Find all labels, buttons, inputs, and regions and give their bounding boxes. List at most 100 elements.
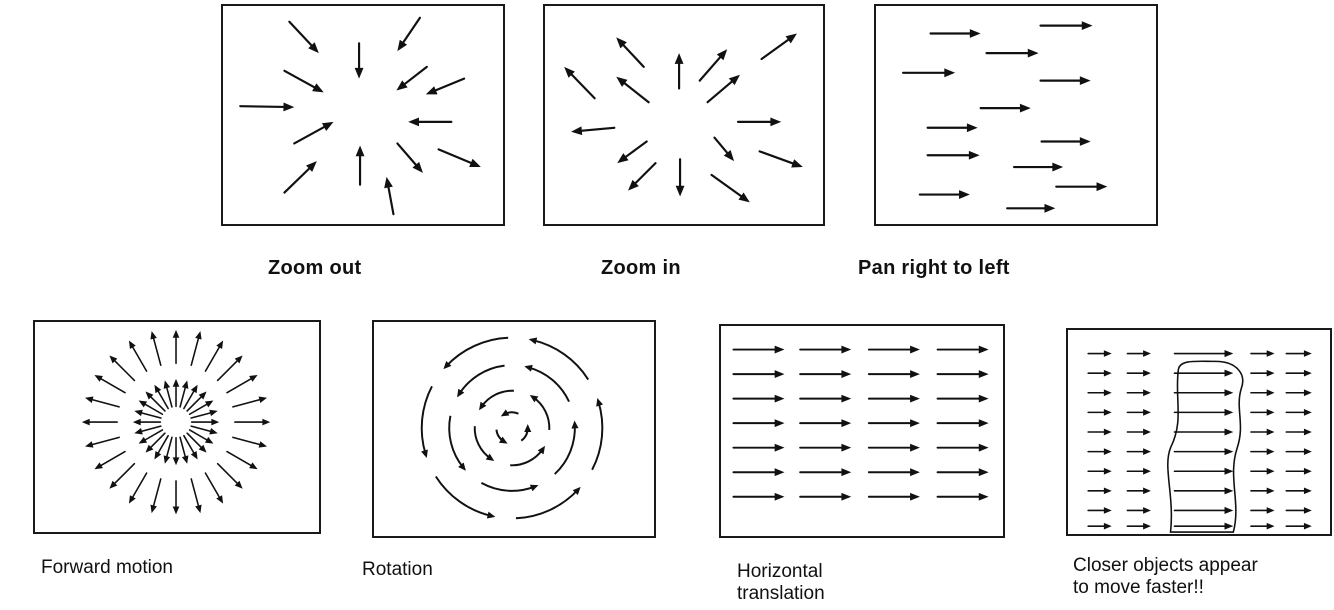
arrow-head	[443, 360, 452, 370]
flow-arrow	[188, 400, 214, 416]
arrow-head	[479, 401, 487, 411]
arrow-head	[770, 117, 782, 127]
arrow-shaft	[190, 336, 200, 367]
flow-arrow	[867, 492, 920, 501]
horizontal-translation-panel	[719, 324, 1005, 538]
flow-arrow	[1285, 409, 1312, 416]
rotation-arc	[532, 339, 590, 381]
arrow-head	[1266, 350, 1275, 357]
rotation-arc	[532, 396, 551, 430]
arrow-head	[172, 506, 180, 515]
flow-arrow	[138, 400, 164, 416]
flow-arrow	[760, 33, 797, 61]
arrow-shaft	[401, 16, 422, 45]
flow-arrow	[396, 65, 428, 91]
arrow-head	[628, 179, 639, 191]
arrow-head	[1103, 369, 1112, 377]
closer-objects-panel	[1066, 328, 1332, 536]
arrow-shaft	[165, 436, 173, 458]
flow-arrow	[918, 190, 970, 199]
flow-arrow	[132, 418, 162, 426]
arrow-head	[774, 345, 785, 354]
arrow-head	[249, 374, 258, 382]
arrow-head	[425, 86, 438, 95]
arrow-head	[132, 418, 141, 426]
arrow-shaft	[433, 77, 466, 92]
arrow-head	[1143, 487, 1151, 495]
flow-arrow	[596, 398, 603, 407]
arrow-head	[408, 117, 419, 127]
flow-arrow	[1173, 369, 1234, 377]
foreground-object-outline	[1167, 360, 1244, 533]
forward-motion-panel	[33, 320, 321, 534]
flow-arrow	[85, 436, 120, 448]
arrow-head	[528, 337, 538, 345]
arrow-head	[397, 39, 408, 52]
flow-arrow	[1173, 487, 1234, 495]
rotation-arc	[527, 366, 570, 403]
rotation-panel	[372, 320, 656, 538]
arrow-head	[978, 443, 989, 452]
arrow-head	[138, 436, 148, 444]
arrow-shaft	[190, 411, 212, 419]
arrow-head	[1303, 409, 1312, 416]
flow-arrow	[128, 472, 148, 504]
arrow-head	[728, 74, 740, 86]
arrow-head	[198, 444, 207, 453]
arrow-shaft	[143, 403, 164, 416]
arrow-shaft	[760, 38, 791, 61]
arrow-head	[910, 443, 920, 452]
arrow-head	[1303, 507, 1312, 514]
rotation-arc	[473, 426, 492, 460]
flow-arrow	[179, 380, 189, 408]
arrow-shaft	[149, 395, 166, 412]
arrow-head	[500, 409, 510, 417]
flow-arrow	[1285, 448, 1312, 455]
flow-arrow	[1126, 487, 1151, 495]
arrow-head	[841, 443, 852, 452]
pan-flow-field	[901, 21, 1108, 213]
arrow-head	[1303, 428, 1312, 436]
arrow-head	[94, 462, 103, 470]
flow-arrow	[674, 53, 684, 90]
flow-arrow	[1126, 409, 1151, 416]
flow-arrow	[1250, 487, 1275, 495]
arrow-head	[384, 176, 393, 189]
rotation-arc	[435, 475, 492, 517]
flow-arrow	[985, 48, 1039, 58]
flow-arrow	[226, 450, 258, 470]
arrow-head	[1081, 21, 1093, 31]
arrow-shaft	[157, 389, 169, 410]
flow-arrow	[1087, 369, 1112, 377]
arrow-head	[209, 409, 218, 417]
flow-arrow	[179, 436, 189, 464]
flow-arrow	[799, 345, 852, 354]
arrow-head	[841, 370, 852, 379]
arrow-head	[128, 340, 136, 349]
arrow-head	[529, 395, 539, 403]
closer-objects-caption-line-2: to move faster!!	[1073, 577, 1204, 598]
arrow-shaft	[190, 425, 212, 433]
flow-arrow	[524, 364, 533, 372]
flow-arrow	[616, 76, 650, 104]
zoom-out-flow-field	[239, 16, 481, 216]
flow-arrow	[150, 331, 162, 367]
arrow-head	[978, 419, 989, 428]
arrow-shaft	[226, 377, 253, 394]
arrow-head	[910, 394, 920, 403]
arrow-head	[571, 420, 579, 429]
flow-arrow	[628, 162, 657, 191]
arrow-head	[1143, 448, 1151, 455]
arrow-shaft	[713, 136, 729, 155]
arrow-shaft	[188, 429, 209, 442]
arrow-head	[81, 418, 90, 426]
arrow-head	[1027, 48, 1039, 58]
rotation-arc	[515, 489, 579, 520]
arrow-shaft	[216, 359, 239, 382]
arrow-head	[150, 504, 157, 514]
arrow-shaft	[387, 185, 395, 216]
arrow-head	[978, 370, 989, 379]
flow-arrow	[867, 394, 920, 403]
flow-arrow	[1087, 507, 1112, 514]
flow-arrow	[1087, 467, 1112, 475]
